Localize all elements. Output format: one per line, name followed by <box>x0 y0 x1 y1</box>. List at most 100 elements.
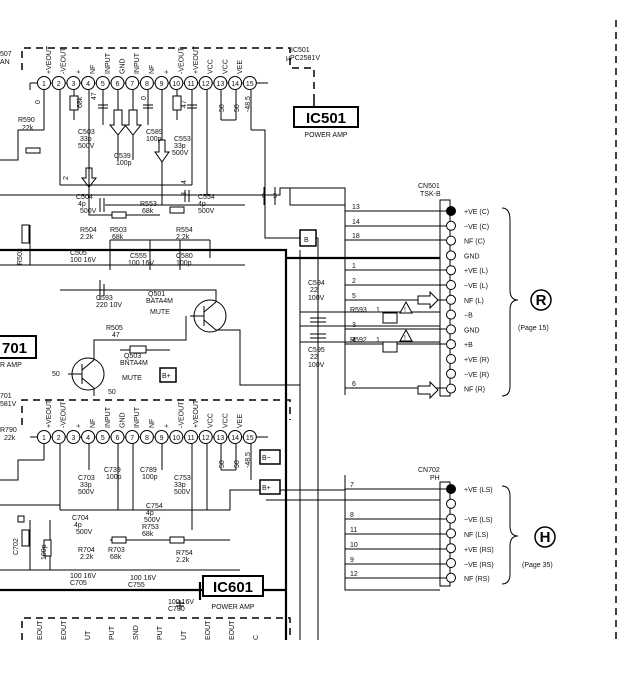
top-comp-33: 68k <box>77 96 84 108</box>
mid-comp-7: Q503 <box>124 353 141 360</box>
ref-h-page: (Page 35) <box>522 562 553 569</box>
cn702-pin-7 <box>446 572 456 583</box>
mid-comp-14: R592 <box>350 337 367 344</box>
cn501-pin-5 <box>446 265 456 276</box>
ic501-pin-1 <box>37 76 51 90</box>
ic601-pin-6 <box>110 430 125 444</box>
ic501-pin-num-8: 8 <box>145 81 149 88</box>
ic501-pin-num-6: 6 <box>116 81 120 88</box>
bottom-pin-label-6: UT <box>181 630 188 640</box>
cn501-signal-5: +VE (L) <box>464 268 488 275</box>
cn501-pin-8 <box>446 309 456 320</box>
cn501-type: TSK-B <box>420 191 441 198</box>
top-comp-19: 500V <box>198 208 215 215</box>
cn702-pins <box>446 484 456 583</box>
ic601-pin-9 <box>154 430 169 444</box>
wire-6-label: 6 <box>262 193 266 200</box>
bot-comp-26: C702 <box>13 538 20 555</box>
cn702-signal-0: +VE (LS) <box>464 487 493 494</box>
cn501-wire-num-2: 2 <box>352 278 356 285</box>
ic501-rail-2: -48.5 <box>245 96 252 112</box>
top-comp-13: 4p <box>78 201 86 208</box>
bot-comp-29: 100 16V <box>130 575 156 582</box>
ic601-pin-label-6: GND <box>120 412 127 428</box>
ic601-pin-num-10: 10 <box>172 435 180 442</box>
bottom-pin-label-9: C <box>253 635 260 640</box>
top-comp-23: 68k <box>112 234 124 241</box>
ic501-rail-1: 50 <box>234 104 241 112</box>
ic601-pin-num-11: 11 <box>187 435 194 442</box>
ic601-label: IC601 <box>213 579 253 596</box>
marker-b-minus-text: B− <box>262 455 271 462</box>
ic501-pin-5 <box>95 76 110 90</box>
bot-comp-10: 33p <box>174 482 186 489</box>
ic601-rail-1: 50 <box>234 460 241 468</box>
cn501-signal-labels: +VE (C)−VE (C)NF (C)GND+VE (L)−VE (L)NF … <box>464 209 489 394</box>
cn501-pin-2 <box>446 220 456 231</box>
mid-comp-10: 50 <box>52 371 60 378</box>
cn501-ref: CN501 <box>418 183 440 190</box>
ic501-pin-label-2: -VEOUT <box>61 47 68 74</box>
cn501-wire-num-13: 13 <box>352 204 360 211</box>
ic701-part: 581V <box>0 401 17 408</box>
ic601-pin-13 <box>213 430 228 444</box>
cn501-wire-num-14: 14 <box>352 219 360 226</box>
ic601-pin-14 <box>228 430 243 444</box>
mid-comp-13: 1 <box>376 307 380 314</box>
top-comp-16: 68k <box>142 208 154 215</box>
marker-b-plus-1-text: B+ <box>162 373 171 380</box>
top-comp-37: 0 <box>35 100 42 104</box>
ic501-pin-14 <box>228 76 243 90</box>
ic501-pin-9 <box>154 76 169 90</box>
cn501-wire-num-4: 4 <box>352 337 356 344</box>
bot-comp-4: 500V <box>78 489 95 496</box>
mid-comp-15: 1 <box>376 337 380 344</box>
ic601-pin-label-1: +VEOUT <box>46 399 53 428</box>
cn501-pin-12 <box>446 368 456 379</box>
cn702-signal-labels: +VE (LS)−VE (LS)NF (LS)+VE (RS)−VE (RS)N… <box>464 487 494 583</box>
ic501-pin-num-9: 9 <box>160 81 164 88</box>
cn501-pin-7 <box>446 294 456 305</box>
ic601-pin-15 <box>242 430 257 444</box>
bot-comp-19: 68k <box>142 531 154 538</box>
ic601-pin-label-9: + <box>164 424 171 428</box>
ic601-pin-num-3: 3 <box>71 435 75 442</box>
cn501-pins <box>446 206 456 394</box>
top-left-label-1: 507 <box>0 51 12 58</box>
cn501-wire-num-6: 6 <box>352 381 356 388</box>
ic701-ref: 701 <box>0 393 12 400</box>
top-comp-7: C553 <box>174 136 191 143</box>
ic601-pin-label-10: -VEOUT <box>178 401 185 428</box>
bot-comp-34: R702 <box>0 528 2 545</box>
mid-comp-6: 47 <box>112 332 120 339</box>
ic501-pin-2 <box>51 76 66 90</box>
ic601-pin-2 <box>51 430 66 444</box>
ic601-pin-label-7: INPUT <box>134 406 141 428</box>
ic601-pin-10 <box>169 430 184 444</box>
ic501-desc: POWER AMP <box>304 132 348 139</box>
ic501-label-box <box>293 106 359 128</box>
ic501-part: μPC2581V <box>286 55 320 62</box>
top-comp-30: C580 <box>176 253 193 260</box>
ic501-pin-label-10: -VEOUT <box>178 47 185 74</box>
bottom-pin-label-4: SND <box>133 625 140 640</box>
ic601-pin-12 <box>198 430 213 444</box>
marker-b-plus-2 <box>259 479 281 495</box>
ic501-pin-4 <box>81 76 96 90</box>
top-comp-6: 100p <box>146 136 162 143</box>
ref-h-circle <box>534 526 556 548</box>
cn702-signal-4: −VE (RS) <box>464 562 494 569</box>
bot-comp-16: 4p <box>146 510 154 517</box>
top-comp-8: 33p <box>174 143 186 150</box>
bot-comp-32: C780 <box>168 606 185 613</box>
ic601-pin-label-4: NF <box>90 419 97 428</box>
ref-r-letter: R <box>536 292 547 309</box>
ic701-label: 701 <box>2 340 27 357</box>
top-comp-10: C539 <box>114 153 131 160</box>
cn702-wire-num-10: 10 <box>350 542 358 549</box>
svg-text:!: ! <box>404 335 406 342</box>
top-comp-17: C554 <box>198 194 215 201</box>
mid-comp-16: C594 <box>308 280 325 287</box>
